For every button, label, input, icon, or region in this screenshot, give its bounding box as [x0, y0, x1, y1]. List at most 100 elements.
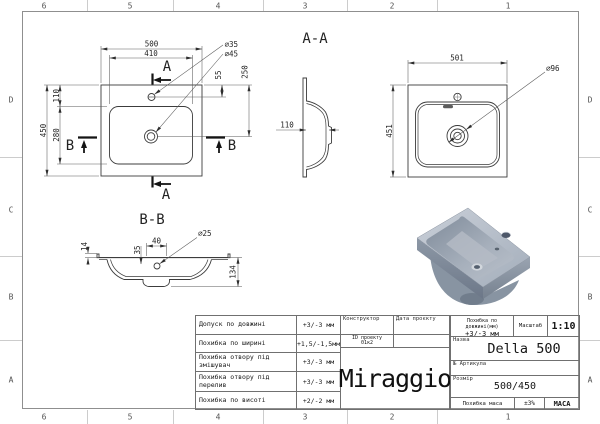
- tolerance-value: +1,5/-1,5мм: [296, 334, 341, 353]
- mass-tolerance-value-cell: ±3%: [514, 397, 545, 410]
- mass-cell: МАСА: [544, 397, 580, 410]
- grid-column-label: 2: [389, 1, 395, 11]
- constructor-cell: Конструктор: [340, 315, 394, 335]
- section-aa-title: A-A: [302, 31, 328, 47]
- bottom-drain-hole: [446, 125, 469, 147]
- article-label: № Артикула: [453, 361, 487, 367]
- plan-drain-hole: [144, 129, 158, 144]
- overflow-slot: [443, 105, 453, 109]
- dim-410: 410: [144, 49, 158, 58]
- frame-divider: [347, 410, 348, 424]
- frame-divider: [87, 0, 88, 11]
- frame-divider: [87, 410, 88, 424]
- dia-45: ⌀45: [225, 50, 239, 59]
- plan-faucet-hole: [147, 93, 156, 101]
- tolerance-value: +3/-3 мм: [296, 371, 341, 392]
- name-cell: Назва Della 500: [450, 336, 580, 361]
- tolerance-label: Похибка отвору під перелив: [195, 371, 297, 392]
- tolerance-value: +3/-3 мм: [296, 315, 341, 335]
- plan-outer-body: [100, 84, 203, 177]
- grid-row-label: D: [8, 95, 14, 105]
- project-id-value: 01к2: [360, 340, 374, 346]
- empty-cell: [393, 334, 450, 348]
- grid-column-label: 4: [215, 1, 221, 11]
- dim-110: 110: [52, 88, 61, 102]
- scale-value-cell: 1:10: [547, 315, 580, 337]
- tolerance-label: Похибка отвору під змішувач: [195, 352, 297, 372]
- project-id-cell: ID проекту 01к2: [340, 334, 394, 348]
- dim-aa-110: 110: [280, 121, 294, 130]
- dia-25: ⌀25: [198, 229, 212, 238]
- dia-96: ⌀96: [546, 64, 560, 73]
- section-aa-profile: [302, 77, 332, 178]
- grid-column-label: 5: [127, 1, 133, 11]
- grid-row-label: C: [8, 205, 14, 215]
- bottom-view: 501 451 ⌀96: [385, 54, 560, 178]
- frame-divider: [173, 0, 174, 11]
- name-label: Назва: [453, 337, 470, 343]
- mass-tolerance-cell: Похибка маса: [450, 397, 515, 410]
- grid-row-label: B: [587, 292, 593, 302]
- frame-divider: [263, 0, 264, 11]
- section-letter-b-left: B: [66, 138, 74, 154]
- frame-divider: [579, 340, 600, 341]
- bb-overflow-hole: [153, 262, 161, 270]
- dim-450: 450: [39, 123, 48, 137]
- grid-column-label: 1: [505, 1, 511, 11]
- frame-divider: [347, 0, 348, 11]
- plan-basin-outline: [109, 106, 193, 165]
- dim-55: 55: [214, 70, 223, 79]
- length-tolerance-value: +3/-3 мм: [465, 330, 499, 338]
- project-date-cell: Дата проєкту: [393, 315, 450, 335]
- dia-35: ⌀35: [225, 40, 239, 49]
- section-letter-b-right: B: [228, 138, 236, 154]
- dim-451: 451: [385, 124, 394, 138]
- length-tolerance-label: Похибка по довжині(мм): [465, 318, 499, 330]
- grid-row-label: D: [587, 95, 593, 105]
- grid-column-label: 5: [127, 412, 133, 422]
- section-bb-view: B-B 40 35 14 ⌀25: [80, 212, 242, 287]
- section-bb-profile: [96, 253, 231, 259]
- logo-cell: Miraggio: [339, 347, 452, 410]
- section-aa-view: A-A 110: [276, 31, 339, 178]
- grid-row-label: B: [8, 292, 14, 302]
- project-id-label: ID проекту: [351, 335, 383, 341]
- grid-column-label: 4: [215, 412, 221, 422]
- render-overflow-hole: [494, 247, 500, 251]
- frame-divider: [437, 0, 438, 11]
- dim-134: 134: [229, 265, 238, 279]
- dim-250: 250: [241, 65, 250, 79]
- drain-boss: [460, 293, 484, 305]
- grid-column-label: 1: [505, 412, 511, 422]
- grid-column-label: 3: [302, 1, 308, 11]
- bottom-faucet-hole: [453, 92, 462, 102]
- frame-divider: [437, 410, 438, 424]
- dim-40: 40: [152, 237, 162, 246]
- frame-divider: [0, 157, 22, 158]
- grid-row-label: A: [8, 375, 14, 385]
- grid-column-label: 2: [389, 412, 395, 422]
- dim-501: 501: [450, 54, 464, 63]
- dim-280: 280: [52, 128, 61, 142]
- tolerance-value: +3/-3 мм: [296, 352, 341, 372]
- title-block: Допуск по довжині +3/-3 мм Похибка по ши…: [195, 315, 580, 410]
- frame-divider: [263, 410, 264, 424]
- frame-divider: [579, 256, 600, 257]
- size-label: Розмір: [453, 376, 473, 382]
- dim-500: 500: [145, 40, 159, 49]
- tolerance-value: +2/-2 мм: [296, 391, 341, 410]
- size-value: 500/450: [493, 381, 537, 392]
- sink-face-right: [483, 257, 530, 299]
- frame-divider: [579, 157, 600, 158]
- plan-view: 500 410 450 110 280 55 250 ⌀35 ⌀45: [39, 40, 252, 203]
- sink-underside: [430, 255, 519, 306]
- section-letter-a-bottom: A: [162, 187, 171, 203]
- product-name: Della 500: [487, 340, 561, 357]
- drawing-frame-border: [22, 11, 579, 409]
- sink-3d-render: [416, 207, 531, 306]
- dim-14: 14: [80, 242, 89, 252]
- sink-face-left: [417, 238, 483, 299]
- frame-divider: [173, 410, 174, 424]
